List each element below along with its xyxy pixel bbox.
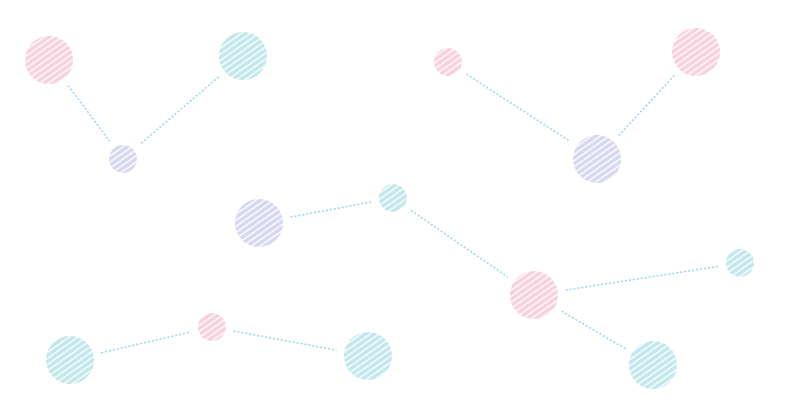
node-n14 <box>344 332 392 380</box>
node-n1 <box>25 36 73 84</box>
node-n10 <box>726 249 754 277</box>
node-n12 <box>46 336 94 384</box>
link-n7-n8 <box>290 201 372 218</box>
link-n9-n11 <box>561 310 626 350</box>
link-n13-n14 <box>233 330 337 351</box>
node-n3 <box>109 145 137 173</box>
links-layer <box>67 73 719 354</box>
node-n13 <box>198 313 226 341</box>
node-n6 <box>573 135 621 183</box>
nodes-layer <box>25 28 754 389</box>
link-n5-n6 <box>618 74 675 137</box>
link-n2-n3 <box>139 76 220 146</box>
node-n5 <box>672 28 720 76</box>
node-n4 <box>434 48 462 76</box>
node-n7 <box>235 199 283 247</box>
node-n8 <box>379 184 407 212</box>
link-n12-n13 <box>101 331 191 354</box>
link-n1-n3 <box>67 85 111 142</box>
node-n11 <box>629 341 677 389</box>
link-n8-n9 <box>410 209 509 278</box>
node-n2 <box>219 32 267 80</box>
node-n9 <box>510 271 558 319</box>
link-n9-n10 <box>565 265 719 291</box>
link-n4-n6 <box>465 73 571 143</box>
